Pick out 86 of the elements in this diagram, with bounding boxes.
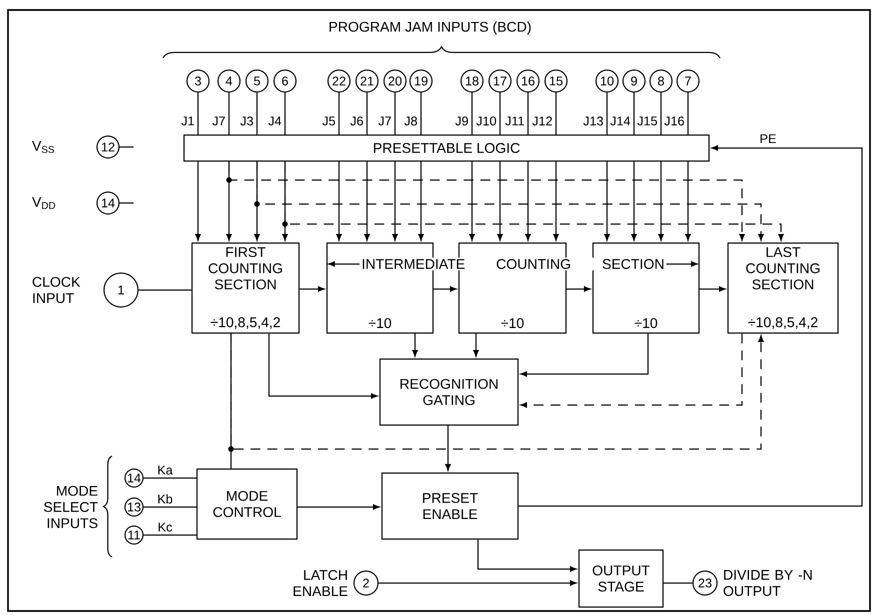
connector-line (687, 92, 689, 134)
connector-line (256, 92, 258, 134)
arrow (700, 286, 726, 292)
connector-line (660, 92, 662, 134)
edge-label: J13 (582, 115, 605, 127)
pin-label: V$_{DD}$ (32, 197, 56, 209)
arrow (298, 504, 380, 510)
arrow (553, 162, 559, 241)
dashed-arrow (228, 334, 764, 452)
connector-line (284, 92, 286, 134)
control-box: MODE CONTROL (196, 468, 298, 540)
arrow (336, 162, 342, 241)
arrow (434, 286, 457, 292)
arrow (604, 162, 610, 241)
pin-label: V$_{SS}$ (32, 141, 54, 153)
arrow (520, 334, 649, 377)
enable-box: PRESET ENABLE (381, 472, 519, 540)
connector-line (138, 289, 192, 291)
arrow (477, 540, 577, 572)
edge-label: Kc (156, 521, 174, 533)
arrow (445, 426, 451, 471)
arrow (300, 286, 325, 292)
edge-label: Ka (156, 464, 174, 476)
connector-line (555, 92, 557, 134)
section-label: INTERMEDIATE COUNTING SECTION (360, 258, 666, 270)
edge-label: J15 (636, 115, 659, 127)
arrow (268, 334, 378, 399)
edge-label: J5 (320, 115, 337, 127)
output-box: OUTPUT STAGE (578, 549, 664, 608)
pin-label: CLOCK INPUT (32, 276, 80, 304)
edge-label: J7 (376, 115, 393, 127)
connector-line (120, 202, 134, 204)
logic-box: PRESETTABLE LOGIC (183, 134, 710, 162)
edge-label: J6 (348, 115, 365, 127)
connector-line (633, 92, 635, 134)
connector-line (366, 92, 368, 134)
connector-line (606, 92, 608, 134)
edge-label: J7 (210, 115, 227, 127)
arrow (392, 162, 398, 241)
connector-line (228, 92, 230, 134)
edge-label: J3 (238, 115, 255, 127)
arrow (469, 162, 475, 241)
arrow (631, 162, 637, 241)
edge-label: J8 (402, 115, 419, 127)
pin-label: LATCH ENABLE (294, 570, 348, 596)
edge-label: J14 (608, 115, 632, 127)
edge-label: J1 (180, 115, 196, 127)
connector-line (197, 92, 199, 134)
arrow (195, 162, 201, 241)
edge-label: J9 (454, 115, 470, 127)
arrow (473, 334, 479, 357)
edge-label: PE (758, 132, 778, 144)
heading: PROGRAM JAM INPUTS (BCD) (330, 21, 531, 35)
connector-line (144, 506, 196, 508)
connector-line (120, 146, 134, 148)
counter-box: FIRST COUNTING SECTION ÷10,8,5,4,2 (191, 242, 300, 334)
connector-line (499, 92, 501, 134)
arrow (566, 286, 591, 292)
edge-label: J12 (530, 115, 554, 127)
edge-label: J16 (662, 115, 686, 127)
arrow (378, 580, 577, 586)
connector-line (144, 477, 196, 479)
dashed-arrow (520, 334, 743, 408)
connector-line (471, 92, 473, 134)
arrow (685, 162, 691, 241)
arrow (418, 162, 424, 241)
edge-label: J10 (474, 115, 498, 127)
arrow (497, 162, 503, 241)
counter-box: LAST COUNTING SECTION ÷10,8,5,4,2 (727, 242, 839, 334)
edge-label: J4 (266, 115, 283, 127)
arrow (525, 162, 531, 241)
connector-line (338, 92, 340, 134)
connector-line (420, 92, 422, 134)
connector-line (394, 92, 396, 134)
arrow (518, 145, 863, 507)
edge-label: J11 (504, 115, 526, 127)
pin-label: DIVIDE BY -N OUTPUT (724, 570, 812, 596)
connector-line (144, 534, 196, 536)
edge-label: Kb (156, 492, 174, 505)
gating-box: RECOGNITION GATING (379, 358, 519, 426)
group-label: MODE SELECT INPUTS (44, 486, 98, 528)
connector-line (527, 92, 529, 134)
arrow (364, 162, 370, 241)
connector-line (664, 582, 692, 584)
arrow (658, 162, 664, 241)
arrow (412, 334, 418, 357)
